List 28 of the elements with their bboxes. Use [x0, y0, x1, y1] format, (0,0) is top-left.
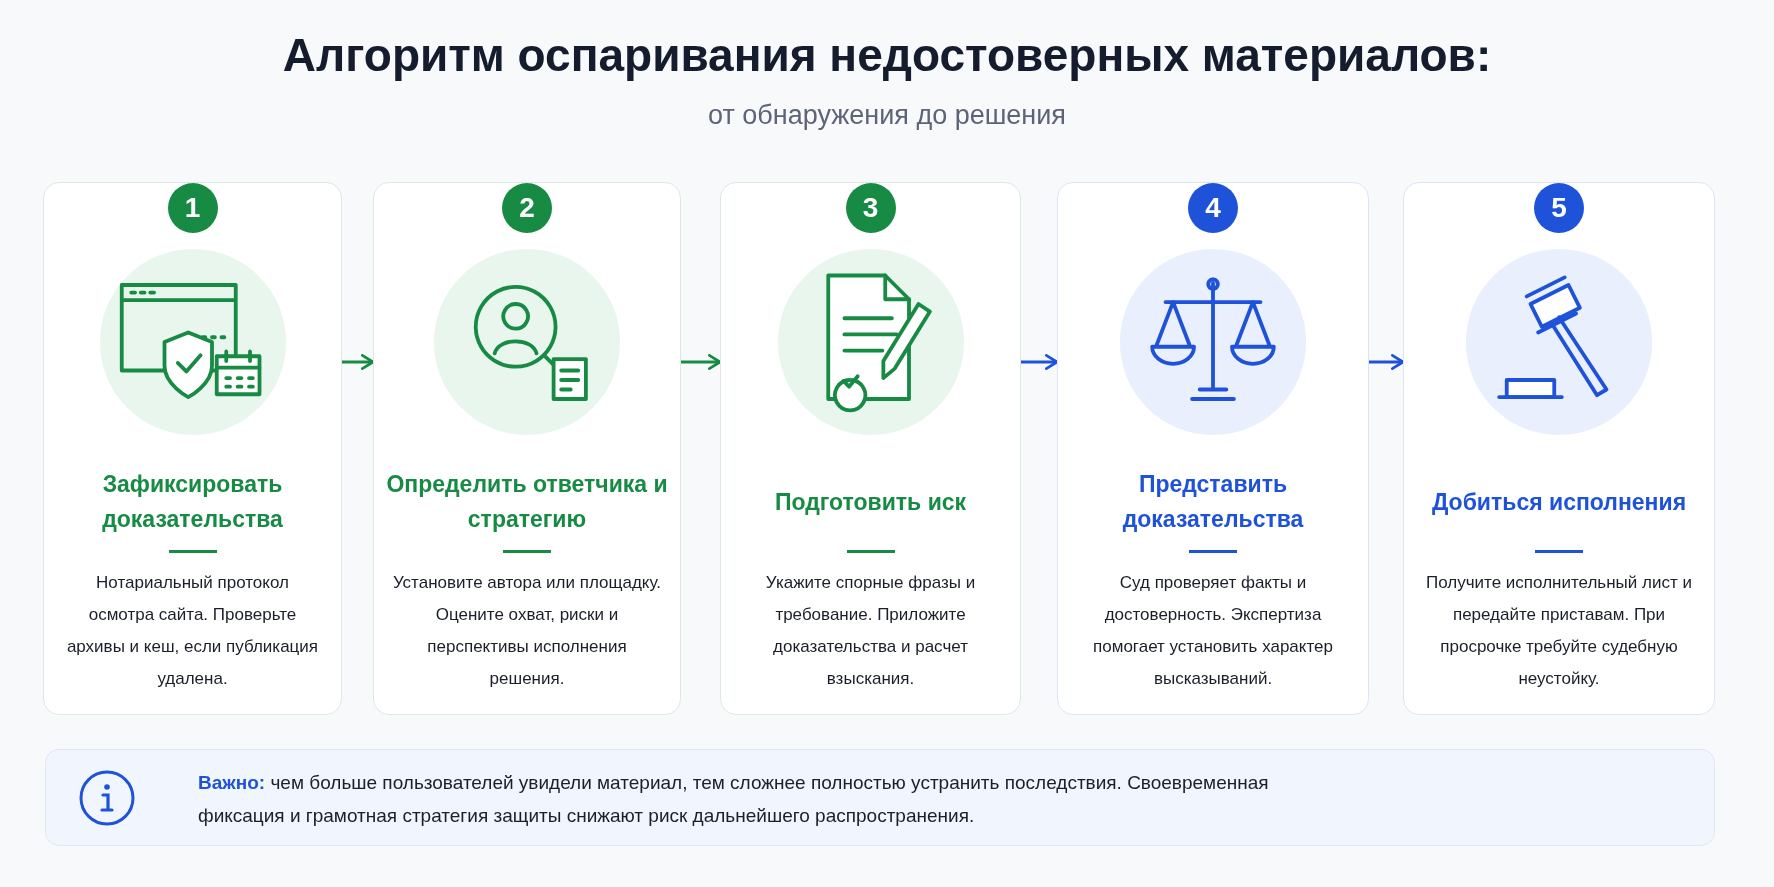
arrow	[1367, 354, 1405, 370]
step-card	[43, 182, 342, 715]
step-number: 1	[167, 183, 218, 233]
step-title: Подготовить иск	[774, 487, 967, 517]
step-description: Нотариальный протокол осмотра сайта. Проверьте архивы и кеш, если публикация удалена.	[65, 572, 320, 690]
step-number: 5	[1534, 183, 1584, 233]
step-description: Установите автора или площадку. Оцените охват, риски и перспективы исполнения решения.	[392, 572, 662, 690]
note-text: Важно: чем больше пользователей увидели материал, тем сложнее полностью устранить последствия. Своевременная фиксация и грамотная стратегия защиты снижают риск дальнейшего распространения.	[198, 771, 1270, 828]
step-number: 2	[502, 183, 552, 233]
note-panel	[45, 749, 1715, 846]
step-number: 3	[845, 183, 896, 233]
step-title: Представить доказательства	[1121, 470, 1305, 534]
step-description: Суд проверяет факты и достоверность. Экспертиза помогает установить характер высказываний.	[1092, 572, 1334, 690]
step-card	[1403, 182, 1715, 715]
step-title: Зафиксировать доказательства	[101, 470, 284, 534]
step-card	[720, 182, 1021, 715]
arrow	[679, 354, 722, 370]
step-description: Укажите спорные фразы и требование. Приложите доказательства и расчет взыскания.	[764, 572, 977, 690]
step-card	[1057, 182, 1369, 715]
arrow	[1019, 354, 1059, 370]
step-title: Определить ответчика и стратегию	[385, 470, 669, 534]
step-card	[373, 182, 681, 715]
arrow	[340, 354, 375, 370]
subtitle: от обнаружения до решения	[707, 100, 1067, 131]
step-title: Добиться исполнения	[1431, 487, 1687, 517]
step-number: 4	[1188, 183, 1238, 233]
title: Алгоритм оспаривания недостоверных материалов:	[281, 28, 1493, 82]
step-description: Получите исполнительный лист и передайте приставам. При просрочке требуйте судебную неустойку.	[1425, 572, 1693, 690]
